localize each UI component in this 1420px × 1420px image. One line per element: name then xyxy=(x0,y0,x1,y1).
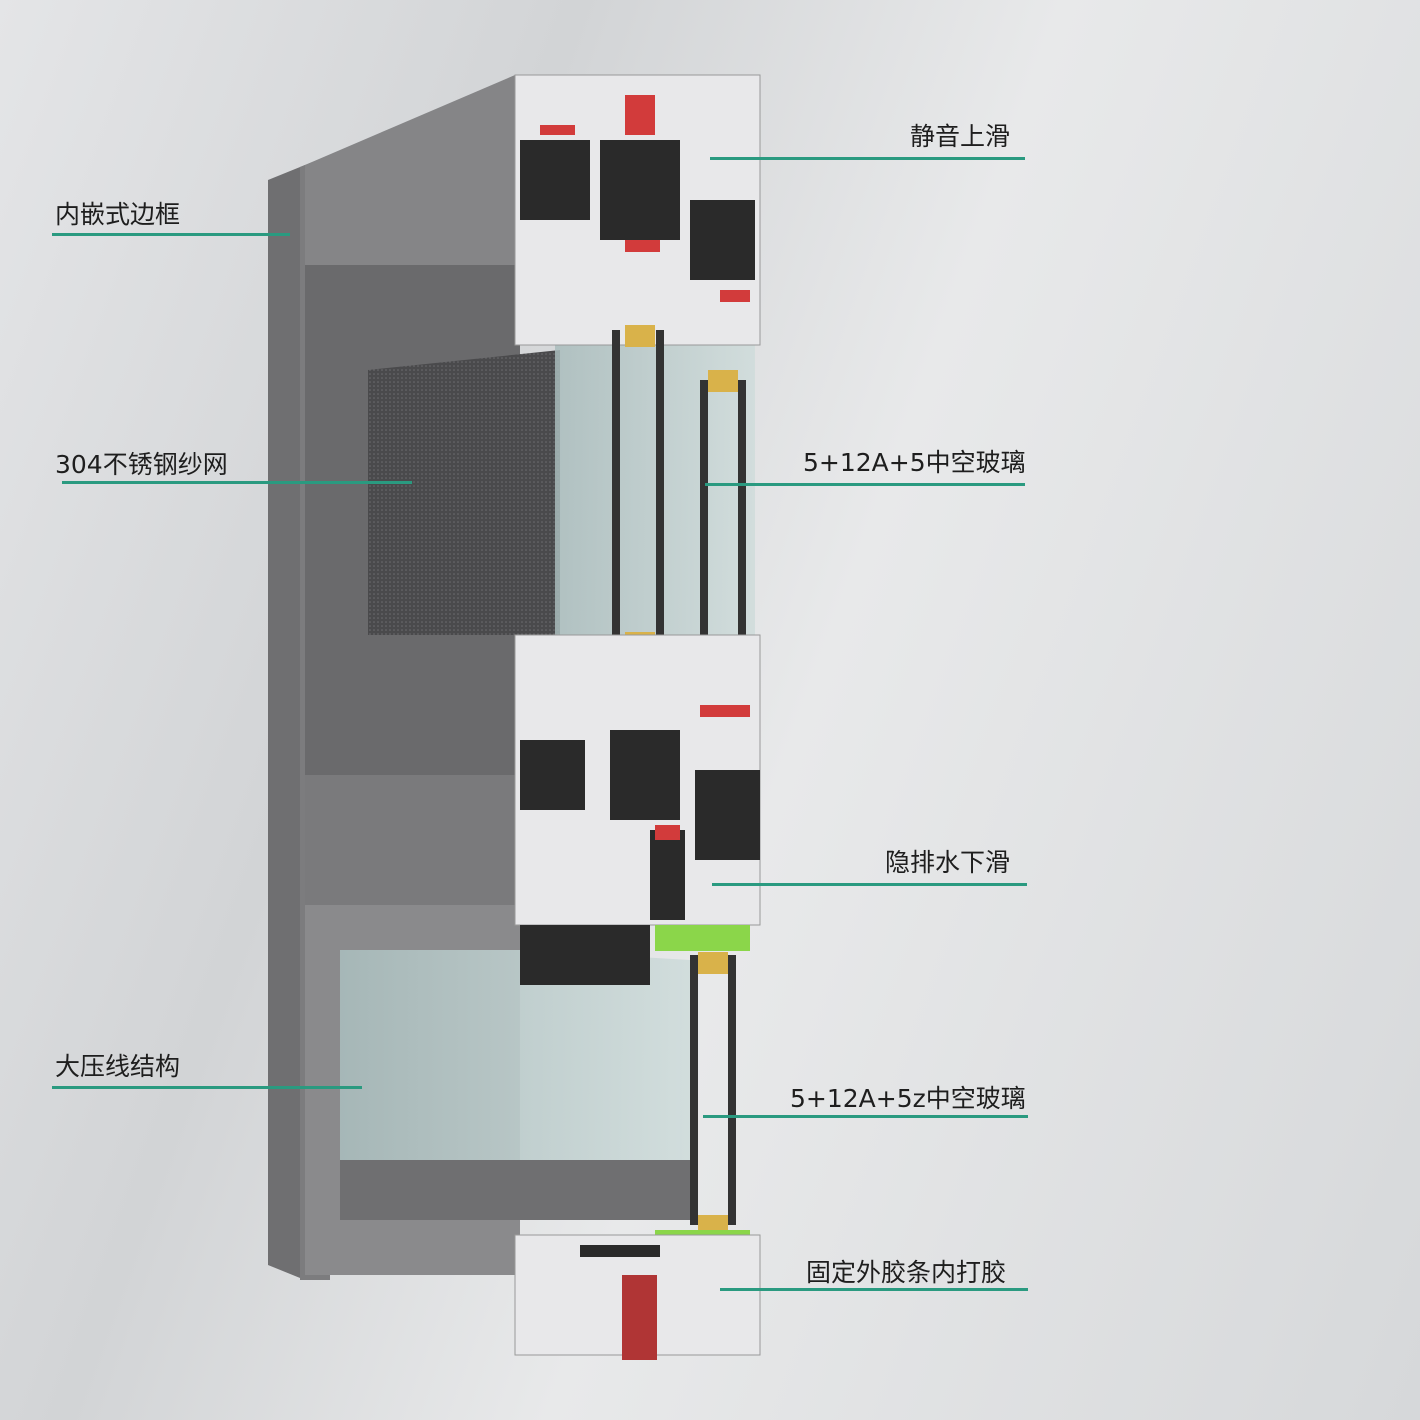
glass-pane xyxy=(700,380,708,680)
thermal-break-chamber xyxy=(520,925,650,985)
green-gasket xyxy=(655,925,750,951)
glass-pane xyxy=(656,330,664,640)
leader-line-embedded-frame xyxy=(52,233,290,236)
label-stainless-screen: 304不锈钢纱网 xyxy=(55,450,228,479)
leader-line-silent-top-slide xyxy=(710,157,1025,160)
stainless-screen-mesh xyxy=(368,350,560,635)
seal-strip xyxy=(540,125,575,135)
thermal-break-chamber xyxy=(610,730,680,820)
leader-line-fixed-gasket xyxy=(720,1288,1028,1291)
label-hollow-glass-upper: 5+12A+5中空玻璃 xyxy=(803,448,1026,477)
thermal-break-chamber xyxy=(520,140,590,220)
leader-line-hollow-glass-upper xyxy=(705,483,1025,486)
leader-line-hidden-drain xyxy=(712,883,1027,886)
leader-line-hollow-glass-lower xyxy=(703,1115,1028,1118)
seal-strip xyxy=(625,240,660,252)
seal-strip xyxy=(720,290,750,302)
glass-spacer xyxy=(698,952,728,974)
thermal-break-chamber xyxy=(600,140,680,240)
label-embedded-frame: 内嵌式边框 xyxy=(55,200,181,229)
seal-strip xyxy=(655,825,680,840)
glass-pane xyxy=(612,330,620,640)
seal-strip xyxy=(700,705,750,717)
thermal-break-chamber xyxy=(690,200,755,280)
glass-pane xyxy=(690,955,698,1225)
lower-glass xyxy=(340,950,690,1220)
label-large-bead-structure: 大压线结构 xyxy=(55,1052,181,1081)
label-silent-top-slide: 静音上滑 xyxy=(910,122,1011,151)
outer-frame xyxy=(268,165,305,1280)
glass-pane xyxy=(738,380,746,680)
thermal-break-chamber xyxy=(695,770,760,860)
leader-line-large-bead xyxy=(52,1086,362,1089)
glass-spacer xyxy=(708,370,738,392)
label-hollow-glass-lower: 5+12A+5z中空玻璃 xyxy=(790,1084,1026,1113)
glass-pane xyxy=(728,955,736,1225)
glass-spacer xyxy=(625,325,655,347)
thermal-break-chamber xyxy=(580,1245,660,1257)
label-fixed-gasket-glue: 固定外胶条内打胶 xyxy=(806,1258,1007,1287)
thermal-break-chamber xyxy=(650,830,685,920)
upper-glass xyxy=(555,345,755,635)
seal-strip xyxy=(625,95,655,135)
thermal-break-chamber xyxy=(520,740,585,810)
label-hidden-drain-bottom-slide: 隐排水下滑 xyxy=(885,848,1011,877)
large-bead xyxy=(340,1160,690,1220)
leader-line-stainless-screen xyxy=(62,481,412,484)
thermal-break-strip xyxy=(622,1275,657,1360)
lower-sash-rail xyxy=(305,775,520,905)
